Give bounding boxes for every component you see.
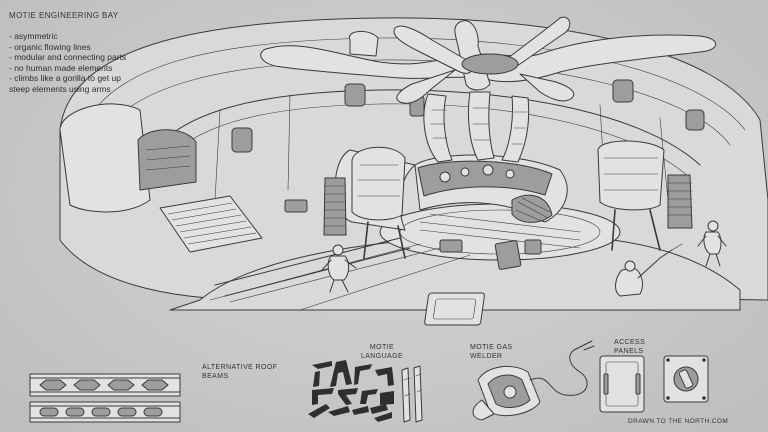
note-item: - modular and connecting parts	[9, 52, 127, 63]
roof-beams-label: ALTERNATIVE ROOF BEAMS	[202, 364, 278, 380]
note-item: - climbs like a gorilla to get up	[9, 73, 121, 84]
note-item: - no human made elements	[9, 62, 113, 73]
note-item: - asymmetric	[9, 31, 58, 41]
motie-crouching-welder	[615, 243, 683, 297]
motie-figures	[321, 220, 727, 297]
central-reactor	[323, 91, 693, 259]
motie-language-glyphs	[308, 360, 423, 423]
design-notes: - asymmetric - organic flowing lines - m…	[9, 31, 126, 95]
motie-right	[697, 220, 727, 267]
sheet-title: MOTIE ENGINEERING BAY	[9, 11, 119, 20]
note-item: - organic flowing lines	[9, 41, 91, 52]
gas-welder	[472, 340, 595, 421]
motie-left	[321, 244, 357, 293]
note-item: steep elements using arms	[9, 83, 111, 94]
language-label: MOTIE LANGUAGE	[360, 344, 404, 360]
alt-roof-beams	[29, 373, 181, 423]
bay-floor	[169, 199, 741, 326]
access-panels	[599, 355, 709, 413]
roof-beam-cross	[260, 16, 717, 104]
credit-line: DRAWN TO THE NORTH.COM	[628, 418, 729, 425]
gas-welder-label: MOTIE GAS WELDER	[470, 344, 513, 360]
access-panels-label: ACCESS PANELS	[614, 339, 646, 355]
